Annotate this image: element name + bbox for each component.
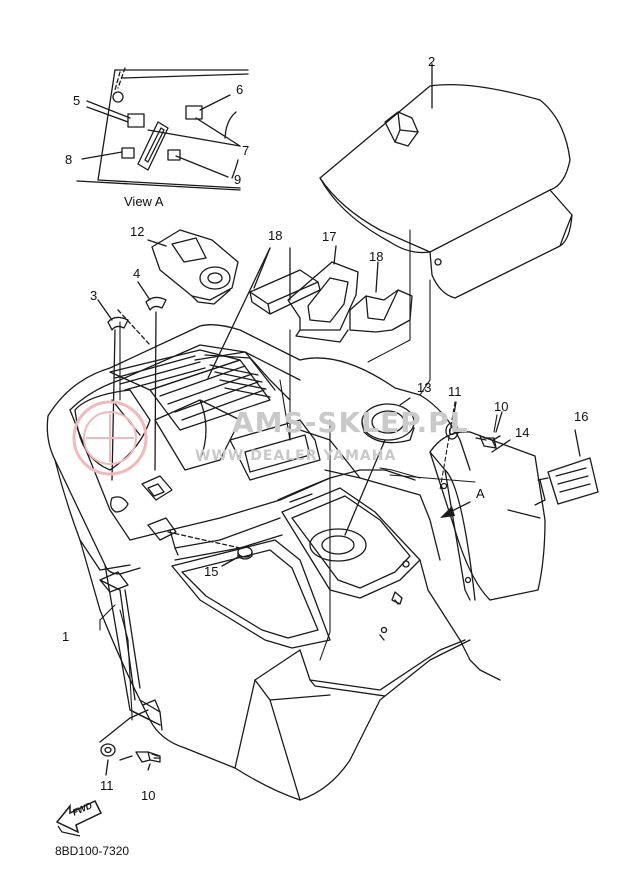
- callout-10a: 10: [494, 399, 509, 414]
- callout-7: 7: [242, 143, 250, 158]
- clips-3-4: [97, 281, 167, 481]
- watermark-logo: [72, 400, 148, 476]
- part-16-label: [537, 429, 599, 505]
- callout-1: 1: [62, 629, 70, 644]
- view-a-inset: [76, 67, 249, 191]
- callout-11b: 11: [100, 778, 114, 793]
- arrow-a-label: A: [476, 486, 485, 501]
- main-body: [46, 324, 501, 801]
- callout-18a: 18: [268, 228, 283, 243]
- callout-12: 12: [130, 224, 145, 239]
- callout-9: 9: [234, 172, 242, 187]
- parts-10-11-lower: [99, 709, 161, 776]
- callout-4: 4: [133, 266, 141, 281]
- part-code: 8BD100-7320: [55, 844, 130, 858]
- watermark-line2: WWW DEALER YAMAHA: [195, 448, 397, 464]
- callout-2: 2: [428, 54, 436, 69]
- callout-16: 16: [574, 409, 589, 424]
- part-12: [147, 229, 239, 305]
- callout-14: 14: [515, 425, 530, 440]
- callout-5: 5: [73, 93, 81, 108]
- callout-13: 13: [417, 380, 432, 395]
- callout-8: 8: [65, 152, 73, 167]
- part-lid: [319, 63, 573, 299]
- callout-11a: 11: [448, 384, 462, 399]
- view-a-label: View A: [124, 194, 164, 209]
- arrow-a-head: [440, 506, 455, 518]
- part-17-18: [207, 245, 413, 379]
- part-13-grommet: [344, 397, 415, 536]
- callout-17: 17: [322, 229, 337, 244]
- callout-15: 15: [204, 564, 219, 579]
- leader-lines: [99, 229, 498, 721]
- callout-3: 3: [90, 288, 98, 303]
- fwd-arrow-icon: [55, 800, 103, 837]
- part-15: [167, 531, 253, 567]
- callout-18b: 18: [369, 249, 384, 264]
- parts-10-11-right: [445, 401, 503, 449]
- callout-6: 6: [236, 82, 244, 97]
- callout-10b: 10: [141, 788, 156, 803]
- watermark-line1: AMS-SKLEP.PL: [232, 406, 469, 439]
